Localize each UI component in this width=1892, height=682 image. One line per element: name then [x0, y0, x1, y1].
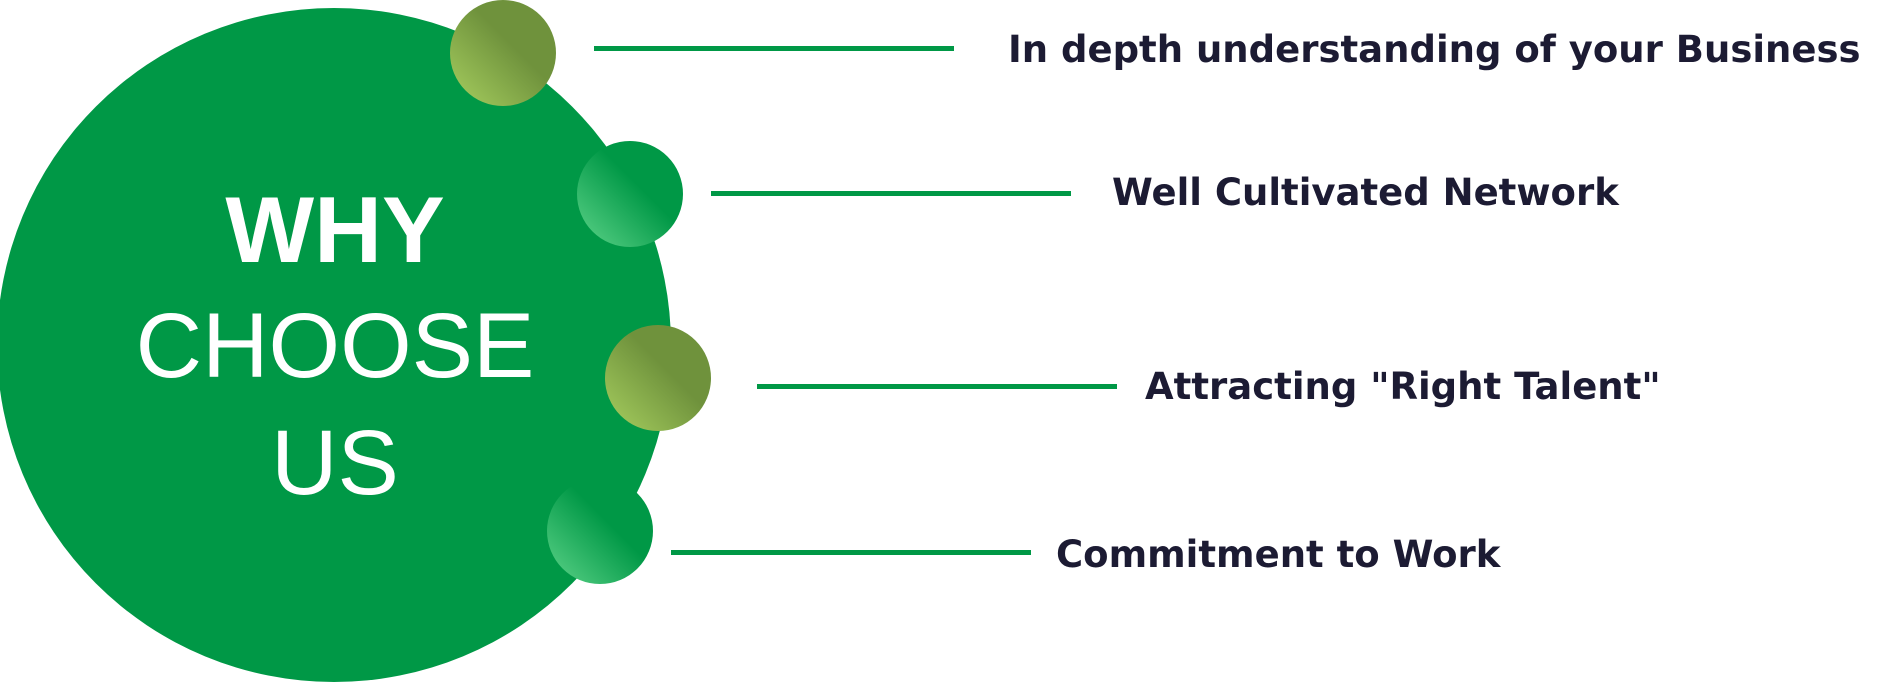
- item-2-connector-line: [711, 191, 1071, 196]
- item-1-bullet-circle: [450, 0, 556, 106]
- item-2-label: Well Cultivated Network: [1112, 171, 1619, 214]
- item-3-connector-line: [757, 384, 1117, 389]
- item-1-label: In depth understanding of your Business: [1008, 28, 1861, 71]
- title-line-choose: CHOOSE: [135, 295, 535, 397]
- why-choose-us-circle: [0, 8, 671, 682]
- item-3-label: Attracting "Right Talent": [1145, 365, 1661, 408]
- item-1-connector-line: [594, 46, 954, 51]
- item-3-bullet-circle: [605, 325, 711, 431]
- item-4-connector-line: [671, 550, 1031, 555]
- item-4-bullet-circle: [547, 478, 653, 584]
- title-line-why: WHY: [225, 177, 445, 282]
- title-line-us: US: [271, 412, 399, 514]
- item-2-bullet-circle: [577, 141, 683, 247]
- item-4-label: Commitment to Work: [1056, 533, 1501, 576]
